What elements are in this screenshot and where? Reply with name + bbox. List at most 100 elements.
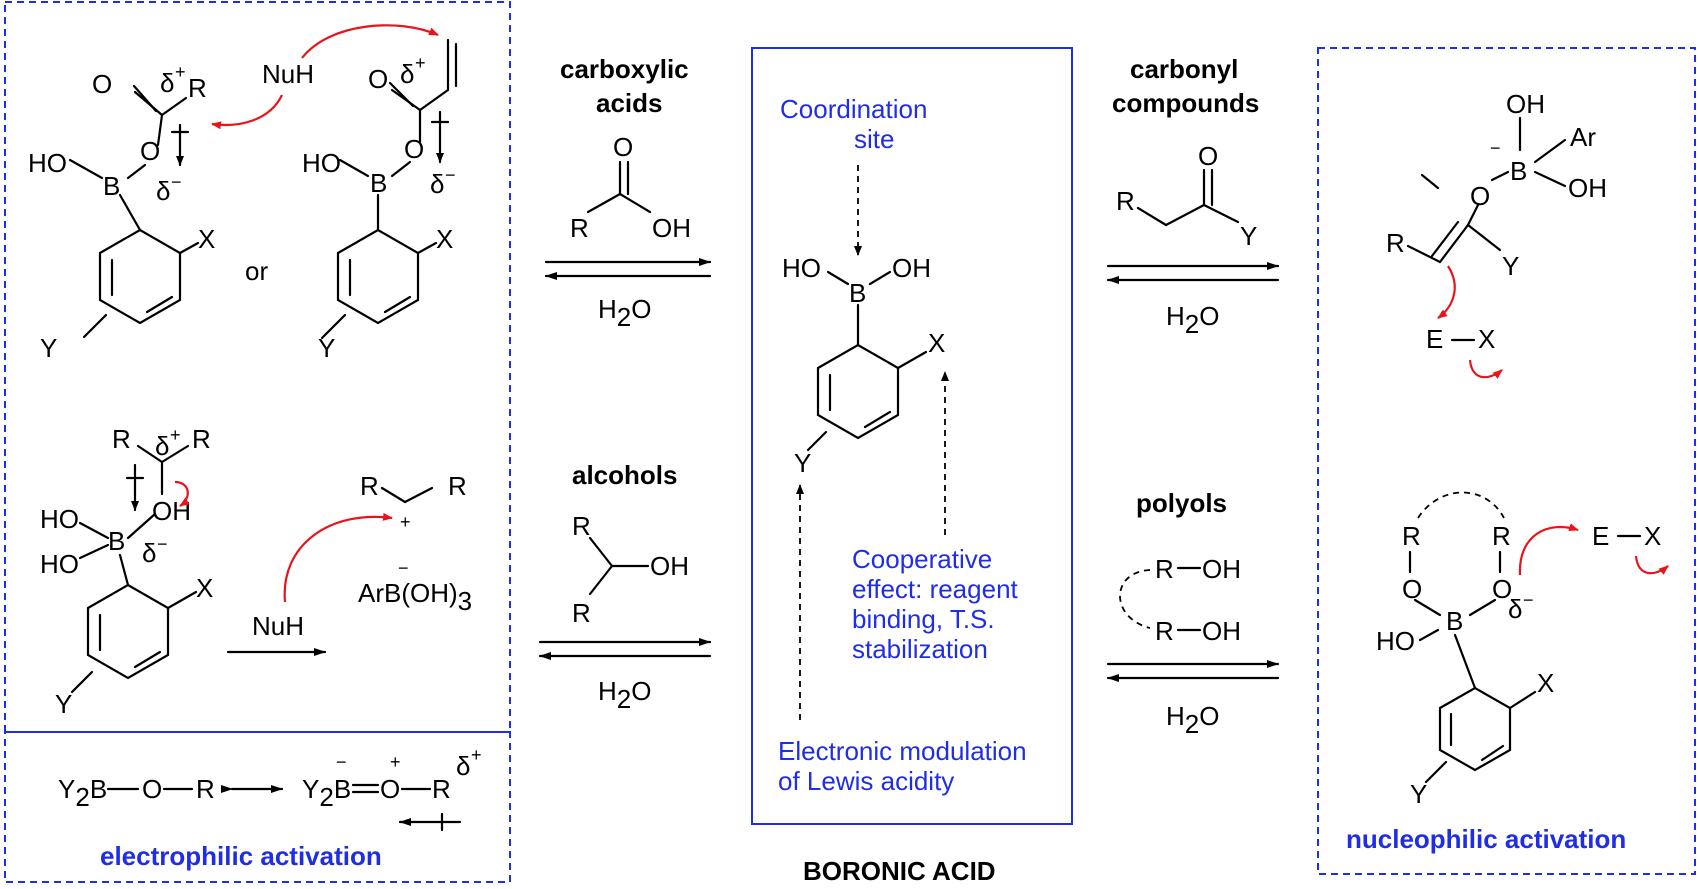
charge-minus: − [445, 165, 456, 185]
atom-o: O [380, 774, 400, 804]
electronic-label-1: Electronic modulation [778, 736, 1027, 766]
atom-b: B [103, 171, 120, 201]
nucleophilic-activation-label: nucleophilic activation [1346, 824, 1626, 854]
curved-arrow-nuh-to-cation [283, 512, 393, 603]
atom-r: R [572, 598, 591, 628]
curved-arrow-boronate-attack [1518, 523, 1579, 576]
atom-x: X [928, 328, 945, 358]
carboxylic-label-2: acids [596, 88, 663, 118]
atom-b: B [370, 168, 387, 198]
atom-y: Y [1502, 251, 1519, 281]
atom-y: Y [1240, 221, 1257, 251]
charge-plus: + [390, 752, 401, 772]
atom-o: O [1492, 574, 1512, 604]
y2b-o-r-right: Y2B [302, 774, 351, 812]
delta-symbol: δ [1508, 594, 1522, 624]
atom-r: R [432, 774, 451, 804]
delta-symbol: δ [456, 751, 470, 781]
atom-b: B [108, 526, 125, 556]
curved-arrow-oh-leaving [174, 480, 190, 507]
boronic-acid-frame [751, 47, 1073, 825]
atom-y: Y [55, 689, 72, 719]
atom-oh: OH [1202, 554, 1241, 584]
alcohol-boronate-structure [70, 444, 198, 694]
atom-y: Y [794, 448, 811, 478]
alcohol-structure [588, 536, 650, 596]
equilibrium-arrows-polyols [1106, 660, 1280, 682]
equilibrium-arrows-carbonyl [1106, 262, 1280, 284]
polyols-label: polyols [1136, 488, 1227, 518]
carbonyl-label-2: compounds [1112, 88, 1259, 118]
atom-x: X [196, 573, 213, 603]
equilibrium-arrows-alcohols [538, 638, 712, 660]
atom-e: E [1592, 521, 1609, 551]
atom-r: R [1492, 521, 1511, 551]
charge-minus: − [157, 534, 168, 554]
charge-plus: + [471, 745, 482, 765]
atom-x: X [436, 224, 453, 254]
atom-o: O [1198, 141, 1218, 171]
boron-enolate-structure [1406, 116, 1567, 264]
atom-oh: OH [652, 213, 691, 243]
atom-y: Y [318, 333, 335, 363]
atom-oh: OH [650, 551, 689, 581]
atom-e: E [1426, 324, 1443, 354]
atom-o: O [404, 134, 424, 164]
curved-arrow-enolate-attack [1437, 265, 1456, 319]
electrophilic-lower-frame [4, 731, 511, 883]
cooperative-label-3: binding, T.S. [852, 604, 995, 634]
atom-x: X [1644, 521, 1661, 551]
atom-b: B [849, 278, 866, 308]
atom-b: B [1446, 606, 1463, 636]
carbocation-structure [380, 486, 434, 504]
charge-plus: + [170, 425, 181, 445]
charge-minus: − [1523, 590, 1534, 610]
charge-plus: + [415, 53, 426, 73]
atom-x: X [1478, 324, 1495, 354]
atom-r: R [1155, 616, 1174, 646]
atom-y: Y [1410, 779, 1427, 809]
boronic-acid-title: BORONIC ACID [803, 856, 996, 886]
cooperative-label-1: Cooperative [852, 544, 992, 574]
curved-arrow-leaving-x [1468, 359, 1503, 379]
water-label: H2O [598, 676, 651, 714]
delta-symbol: δ [156, 176, 170, 206]
atom-r: R [192, 424, 211, 454]
atom-r: R [572, 511, 591, 541]
charge-plus: + [400, 512, 411, 532]
nuh-label: NuH [252, 611, 304, 641]
coordination-site-label-2: site [854, 124, 894, 154]
atom-ho: HO [40, 549, 79, 579]
atom-o: O [140, 136, 160, 166]
carboxylic-acid-structure [586, 160, 652, 214]
arboh-label: ArB(OH)3 [358, 578, 472, 616]
atom-o: O [142, 774, 162, 804]
coordination-site-label-1: Coordination [780, 94, 927, 124]
delta-symbol: δ [155, 431, 169, 461]
charge-minus: − [398, 558, 409, 578]
charge-minus: − [1490, 138, 1501, 158]
water-label: H2O [1166, 701, 1219, 739]
water-label: H2O [1166, 301, 1219, 339]
electrophilic-activation-label: electrophilic activation [100, 841, 382, 871]
curved-arrow-nuh-to-alkene [301, 24, 439, 59]
cooperative-label-4: stabilization [852, 634, 988, 664]
alcohols-label: alcohols [572, 460, 677, 490]
equilibrium-arrows-carboxylic [544, 258, 712, 280]
atom-r: R [196, 774, 215, 804]
delta-symbol: δ [430, 169, 444, 199]
electrophilic-frame [4, 1, 511, 733]
atom-o: O [1470, 181, 1490, 211]
acyloxyboronate-structure-1 [68, 84, 200, 339]
charge-minus: − [171, 172, 182, 192]
atom-x: X [198, 224, 215, 254]
atom-ar: Ar [1570, 122, 1596, 152]
nuh-label: NuH [262, 59, 314, 89]
atom-oh: OH [1202, 616, 1241, 646]
electronic-label-2: of Lewis acidity [778, 766, 954, 796]
delta-symbol: δ [400, 59, 414, 89]
atom-oh: OH [1506, 89, 1545, 119]
carbonyl-label-1: carbonyl [1130, 54, 1238, 84]
atom-r: R [188, 73, 207, 103]
